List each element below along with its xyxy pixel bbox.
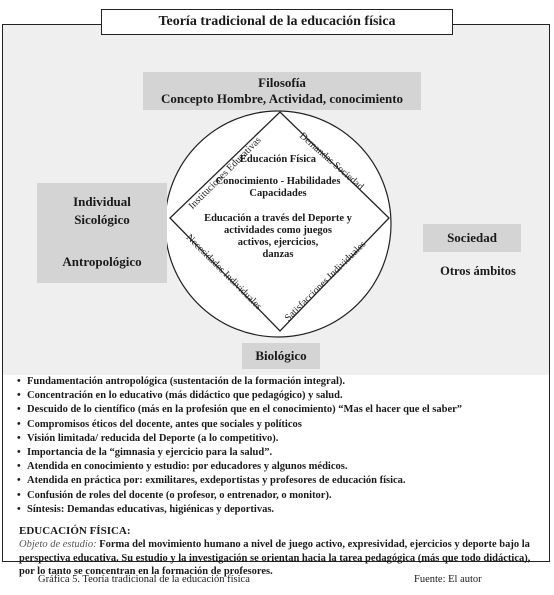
figure-caption: Gráfica 5. Teoría tradicional de la educ… [38,574,250,585]
antropologico-label: Antropológico [62,254,142,269]
bullet-item: Compromisos éticos del docente, antes qu… [17,418,547,432]
philosophy-subtitle: Concepto Hombre, Actividad, conocimiento [160,91,404,106]
center-capacidades: Capacidades [249,188,307,199]
bullet-item: Concentración en lo educativo (más didác… [17,389,547,403]
biologico-box: Biológico [242,343,320,369]
philosophy-title: Filosofía [258,75,306,90]
bullet-item: Descuido de lo científico (más en la pro… [17,403,547,417]
ef-paragraph: Objeto de estudio: Forma del movimiento … [19,538,543,579]
sicologico-label: Sicológico [74,212,130,227]
bullet-item: Atendida en conocimiento y estudio: por … [17,460,547,474]
individual-label: Individual [73,194,131,209]
philosophy-box: Filosofía Concepto Hombre, Actividad, co… [143,72,421,110]
bullet-item: Síntesis: Demandas educativas, higiénica… [17,503,547,517]
inner-diamond [169,111,390,332]
bullet-item: Confusión de roles del docente (o profes… [17,489,547,503]
center-line4: Educación a través del Deporte y [204,213,352,224]
center-line6: activos, ejercicios, [237,237,319,248]
center-conocimiento: Conocimiento - Habilidades [215,176,341,187]
bullet-list: Fundamentación antropológica (sustentaci… [17,375,547,517]
diagram-graphic: Instituciones Educativas Demandas Socied… [164,110,392,338]
center-educacion-fisica: Educación Física [239,154,317,165]
otros-ambitos-label: Otros ámbitos [440,264,516,278]
bullet-item: Atendida en práctica por: exmilitares, e… [17,474,547,488]
diagram-frame: Instituciones Educativas Demandas Socied… [2,24,550,577]
ef-heading: EDUCACIÓN FÍSICA: [19,525,131,537]
bullet-item: Importancia de la “gimnasia y ejercicio … [17,446,547,460]
ef-object-label: Objeto de estudio: [19,539,97,550]
center-line5: actividades como juegos [224,225,332,236]
sociedad-box: Sociedad [423,224,521,252]
figure-source: Fuente: El autor [414,574,482,585]
diagram-title: Teoría tradicional de la educación físic… [101,9,453,35]
center-line7: danzas [262,249,294,260]
bullet-item: Visión limitada/ reducida del Deporte (a… [17,432,547,446]
ef-text: Forma del movimiento humano a nivel de j… [19,539,531,577]
bullet-item: Fundamentación antropológica (sustentaci… [17,375,547,389]
individual-box: Individual Sicológico Antropológico [37,183,167,283]
